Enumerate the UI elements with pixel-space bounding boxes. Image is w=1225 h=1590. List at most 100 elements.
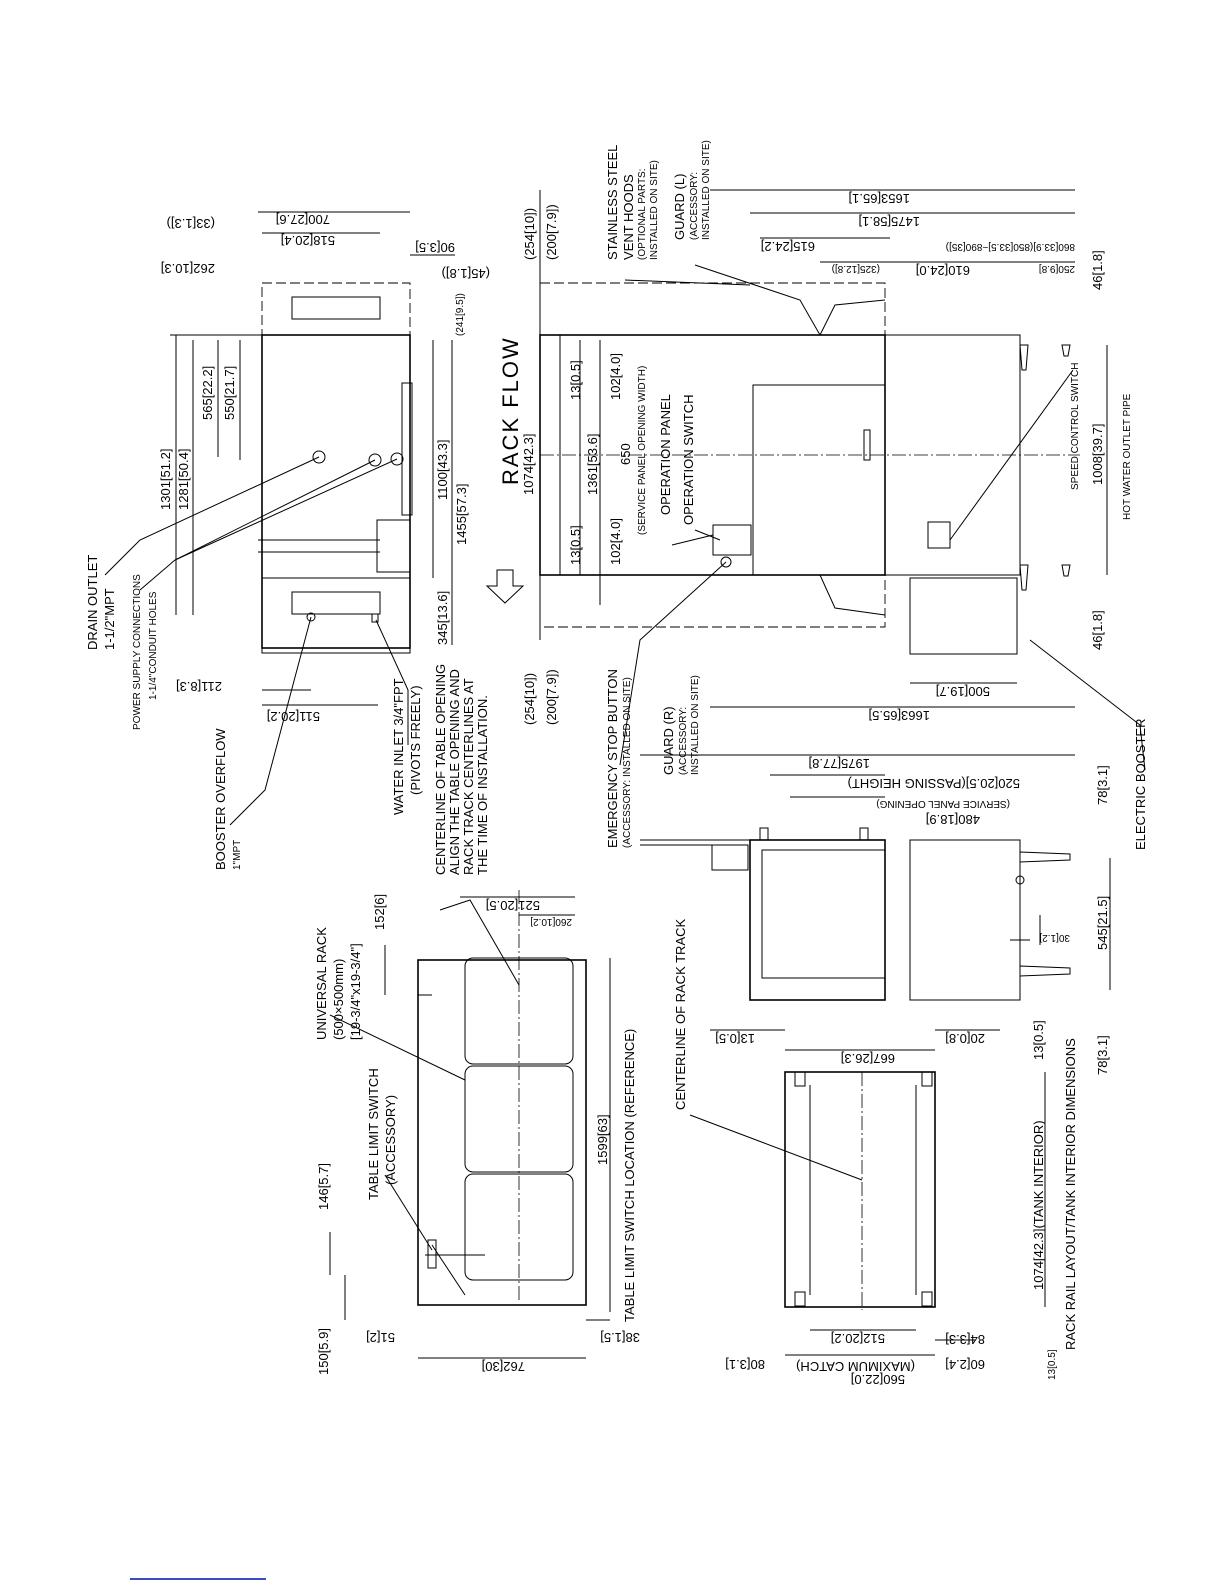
dim-20: 20[0.8] [945,1031,985,1046]
leg-bottom [1019,564,1029,591]
max-catch-label: (MAXIMUM CATCH) [796,1359,915,1374]
rack-flow-indicator: RACK FLOW [485,336,525,604]
electric-booster-leader [1029,639,1146,771]
power-conduit-port-2 [390,452,404,466]
operation-panel-label: OPERATION PANEL [658,394,673,515]
end-elevation-view: 1975[77.8] 520[20.5](PASSING HEIGHT) (SE… [640,754,1111,1075]
centerline-table-label-3: RACK TRACK CENTERLINES AT [461,678,476,875]
end-leg-2 [1019,965,1071,977]
end-inner [761,849,886,979]
table-view: 521[20.5] 260[10.2] 152[6] 1599[63] 146[… [314,664,640,1375]
dim-78-top: 78[3.1] [1095,765,1110,805]
end-body [749,839,886,1001]
service-panel-width-value: 650 [618,443,633,465]
water-inlet-leader [375,619,409,745]
dim-152: 152[6] [372,894,387,930]
hoods-label-2: VENT HOODS [621,174,636,260]
plan-view: (254[10]) (200[7.9]) 13[0.5] 102[4.0] 10… [521,140,1148,850]
hoods-label-4: INSTALLED ON SITE) [649,160,660,260]
side-elevation-view: 700[27.6] 518[20.4] (33[1.3]) 262[10.3] … [85,211,490,870]
dim-1281: 1281[50.4] [176,449,191,510]
end-booster [909,839,1021,1001]
machine-body-side [261,334,411,649]
pipe-top [1061,344,1071,357]
universal-rack-label-2: (500×500mm) [331,959,346,1040]
rack-rail-layout-label: RACK RAIL LAYOUT/TANK INTERIOR DIMENSION… [1063,1038,1078,1350]
hood-taper-bottom [819,574,886,616]
dim-30: 30[1.2] [1039,932,1070,943]
door-panel-plan [752,384,886,576]
guard-r-label-2: (ACCESSORY: [678,707,689,775]
centerline-table-label-2: ALIGN THE TABLE OPENING AND [447,669,462,875]
dim-1663: 1663[65.5] [869,708,930,723]
dim-80: 80[3.1] [725,1357,765,1372]
hoods-label-1: STAINLESS STEEL [605,145,620,260]
power-conduit-port-1 [368,453,382,467]
dim-1074: 1074[42.3] [521,434,536,495]
dim-102-bottom: 102[4.0] [608,518,623,565]
rack-rail-layout-view: 13[0.5] 667[26.3] 20[0.8] 512[20.2] 84[3… [673,918,1078,1387]
dim-500: 500[19.7] [936,684,990,699]
dim-254-top: (254[10]) [522,208,537,260]
tank-interior-label: 1074[42.3](TANK INTERIOR) [1031,1120,1046,1290]
dim-90: 90[3.5] [415,240,455,255]
footer-link-underline[interactable] [130,1578,266,1580]
dim-78-bottom: 78[3.1] [1095,1035,1110,1075]
dim-250: 250[9.8] [1039,263,1075,274]
dim-254-bottom: (254[10]) [522,673,537,725]
dim-1008: 1008[39.7] [1090,424,1105,485]
service-panel-opening-value: 480[18.9] [926,812,980,827]
pipe-bottom [1061,564,1071,577]
tank-interior-outline [784,1071,936,1308]
operation-switch-label: OPERATION SWITCH [681,395,696,525]
table-limit-switch-label-1: TABLE LIMIT SWITCH [366,1068,381,1200]
passing-height-label: 520[20.5](PASSING HEIGHT) [848,776,1020,791]
dim-762: 762[30] [482,1359,525,1374]
door-handle [401,382,413,516]
drain-outlet-label-1: DRAIN OUTLET [85,555,100,650]
rack-track-leader [689,1114,863,1181]
guard-l-label-3: INSTALLED ON SITE) [701,140,712,240]
dim-667: 667[26.3] [841,1051,895,1066]
dim-46-bottom: 46[1.8] [1090,610,1105,650]
dim-521: 521[20.5] [486,898,540,913]
dim-rail-13-bottom: 13[0.5] [1047,1349,1058,1380]
universal-rack-label-1: UNIVERSAL RACK [314,927,329,1040]
hot-water-outlet-label: HOT WATER OUTLET PIPE [1122,393,1133,520]
universal-rack-leader [329,1014,466,1081]
leg-top [1019,344,1029,371]
guard-l-label-1: GUARD (L) [672,174,687,240]
max-catch-value: 560[22.0] [851,1372,905,1387]
reference-range: 860[33.9](850[33.5]~890[35]) [946,241,1075,252]
speed-control-leader [949,369,1074,541]
dim-260: 260[10.2] [530,916,572,927]
centerline-table-label-4: THE TIME OF INSTALLATION. [475,695,490,875]
dim-150: 150[5.9] [316,1328,331,1375]
dim-46-top: 46[1.8] [1090,250,1105,290]
power-supply-label-2: 1-1/4"CONDUIT HOLES [148,591,159,700]
end-leg-1 [1019,851,1071,863]
hoods-label-3: (OPTIONAL PARTS: [637,169,648,261]
electric-booster-label: ELECTRIC BOOSTER [1133,719,1148,850]
lower-panel-slot [291,591,381,615]
rack-cell-3 [464,1173,574,1281]
drain-outlet-label-2: 1-1/2"MPT [102,588,117,650]
dim-511: 511[20.2] [267,709,320,724]
dim-102-top: 102[4.0] [608,353,623,400]
dim-1455: 1455[57.3] [454,484,469,545]
dim-610: 610[24.0] [916,263,970,278]
speed-control-label: SPEED CONTROL SWITCH [1070,363,1081,490]
speed-control-switch-box [927,521,951,549]
operation-panel-leader [671,534,714,546]
dim-13-top: 13[0.5] [568,360,583,400]
water-inlet-port [371,613,379,623]
guard-r-label-1: GUARD (R) [661,706,676,775]
dim-1100: 1100[43.3] [435,440,450,500]
limit-switch-body [427,1239,437,1269]
dim-38: 38[1.5] [600,1330,640,1345]
power-supply-label-1: POWER SUPPLY CONNECTIONS [132,574,143,730]
dim-512: 512[20.2] [831,1331,885,1346]
service-panel-width-label: (SERVICE PANEL OPENING WIDTH) [637,366,648,535]
door-handle-plan [863,429,871,461]
